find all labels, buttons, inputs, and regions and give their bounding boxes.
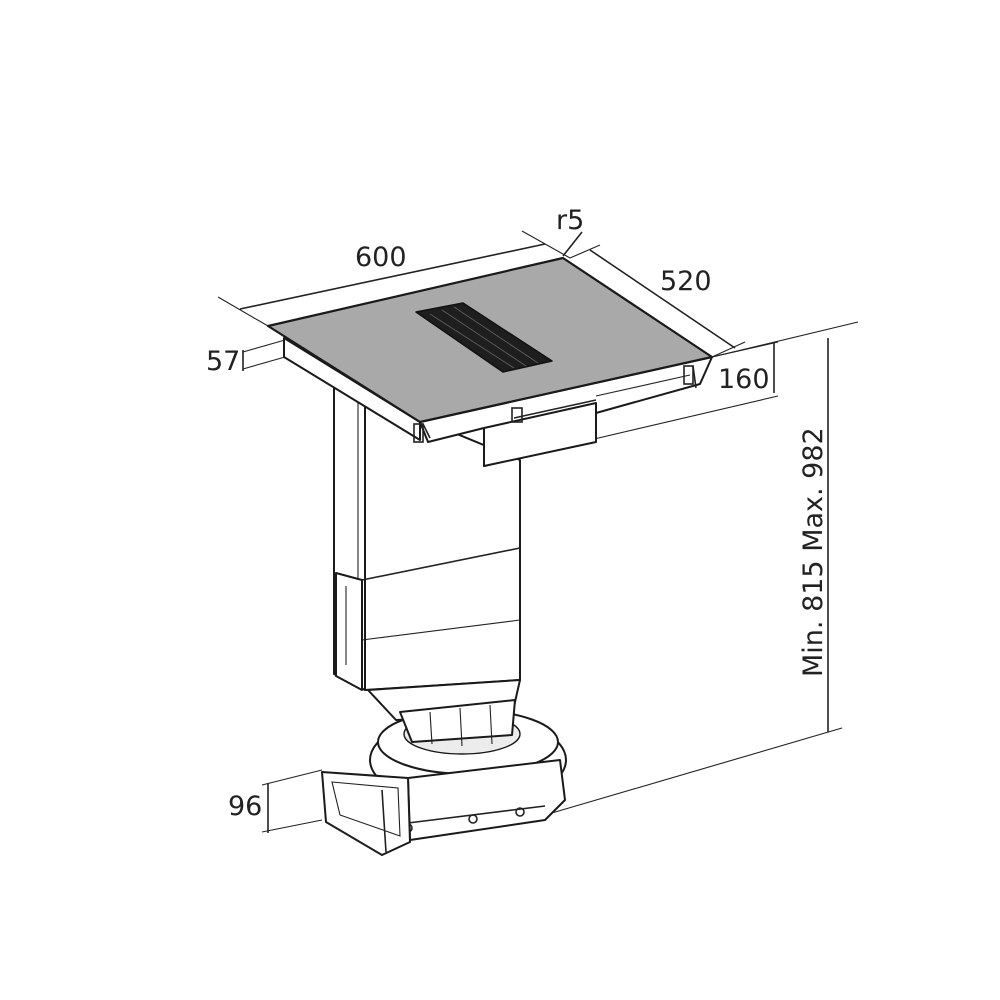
dim-radius-label: r5 [556, 205, 584, 236]
dim-radius: r5 [556, 205, 584, 257]
dim-duct-height-label: 96 [228, 791, 262, 822]
dim-glass-thickness-label: 57 [206, 346, 240, 377]
dim-glass-thickness: 57 [206, 339, 286, 377]
dim-duct-height: 96 [228, 769, 323, 833]
dim-depth-label: 520 [660, 266, 712, 297]
dim-width: 600 [217, 230, 571, 327]
cooktop-frame [283, 337, 713, 467]
dim-total-height: Min. 815 Max. 982 [544, 321, 859, 816]
dim-frame-height-label: 160 [718, 364, 770, 395]
dim-width-label: 600 [355, 242, 407, 273]
fan-motor-housing [369, 699, 567, 841]
glass-cooktop [266, 256, 714, 424]
flat-duct-connector [321, 771, 411, 856]
dim-depth: 520 [569, 244, 746, 358]
vent-grille-slats [429, 306, 539, 369]
dim-frame-height: 160 [589, 341, 779, 441]
dim-total-height-label: Min. 815 Max. 982 [798, 427, 829, 677]
